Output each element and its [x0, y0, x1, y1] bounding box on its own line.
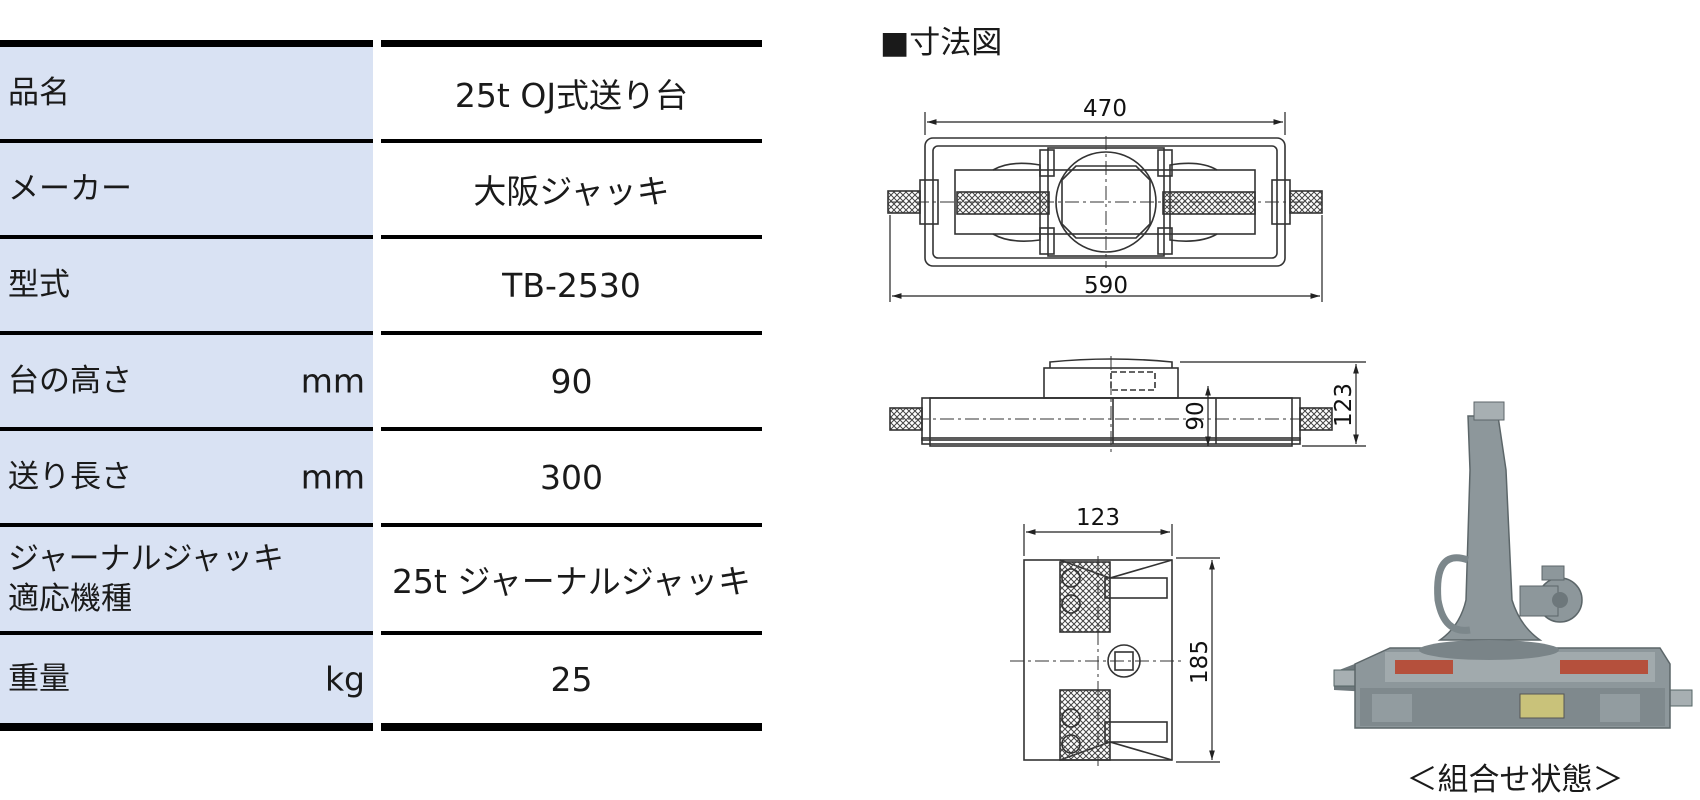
- row-value: 90: [381, 335, 762, 431]
- dim-470-label: 470: [1083, 96, 1127, 122]
- row-value: 25t OJ式送り台: [381, 47, 762, 143]
- end-view: [1010, 556, 1182, 766]
- row-unit: kg: [324, 659, 365, 699]
- row-label-cell: 重量 kg: [0, 635, 373, 731]
- table-row: メーカー 大阪ジャッキ: [0, 143, 762, 239]
- drawing-title: ■寸法図: [880, 25, 1003, 61]
- jack-assembly-illustration: [1333, 401, 1693, 729]
- row-label-cell: 型式: [0, 239, 373, 335]
- dim-123-side-label: 123: [1331, 383, 1357, 427]
- table-row: ジャーナルジャッキ 適応機種 25t ジャーナルジャッキ: [0, 527, 762, 635]
- row-value: 300: [381, 431, 762, 527]
- row-value: 25t ジャーナルジャッキ: [381, 527, 762, 635]
- row-label-cell: メーカー: [0, 143, 373, 239]
- row-label-cell: 送り長さ mm: [0, 431, 373, 527]
- row-label-cell: 台の高さ mm: [0, 335, 373, 431]
- table-row: 重量 kg 25: [0, 635, 762, 731]
- row-label: 品名: [8, 75, 70, 111]
- row-value: TB-2530: [381, 239, 762, 335]
- side-view-dimensions: [1180, 361, 1366, 447]
- row-unit: mm: [300, 361, 365, 401]
- row-value: 25: [381, 635, 762, 731]
- table-row: 台の高さ mm 90: [0, 335, 762, 431]
- row-label: ジャーナルジャッキ 適応機種: [8, 541, 284, 617]
- table-row: 型式 TB-2530: [0, 239, 762, 335]
- row-unit: mm: [300, 457, 365, 497]
- row-value: 大阪ジャッキ: [381, 143, 762, 239]
- table-top-rule: [0, 40, 762, 47]
- dim-590-label: 590: [1084, 273, 1128, 299]
- row-label-cell: 品名: [0, 47, 373, 143]
- side-view: [889, 356, 1333, 452]
- table-row: 品名 25t OJ式送り台: [0, 47, 762, 143]
- top-view-dimensions: [889, 112, 1323, 302]
- row-label: メーカー: [8, 171, 132, 207]
- row-label-cell: ジャーナルジャッキ 適応機種: [0, 527, 373, 635]
- row-label: 型式: [8, 267, 70, 303]
- row-label: 送り長さ: [8, 459, 132, 495]
- row-label: 台の高さ: [8, 363, 132, 399]
- row-label: 重量: [8, 661, 70, 697]
- dim-90-label: 90: [1183, 401, 1209, 430]
- dim-123-end-label: 123: [1076, 505, 1120, 531]
- photo-caption: ＜組合せ状態＞: [1406, 762, 1624, 798]
- dim-185-label: 185: [1187, 640, 1213, 684]
- top-view: [887, 136, 1323, 268]
- spec-table: 品名 25t OJ式送り台 メーカー 大阪ジャッキ 型式 TB-2530 台: [0, 40, 762, 731]
- end-view-dimensions: [1023, 524, 1220, 763]
- table-row: 送り長さ mm 300: [0, 431, 762, 527]
